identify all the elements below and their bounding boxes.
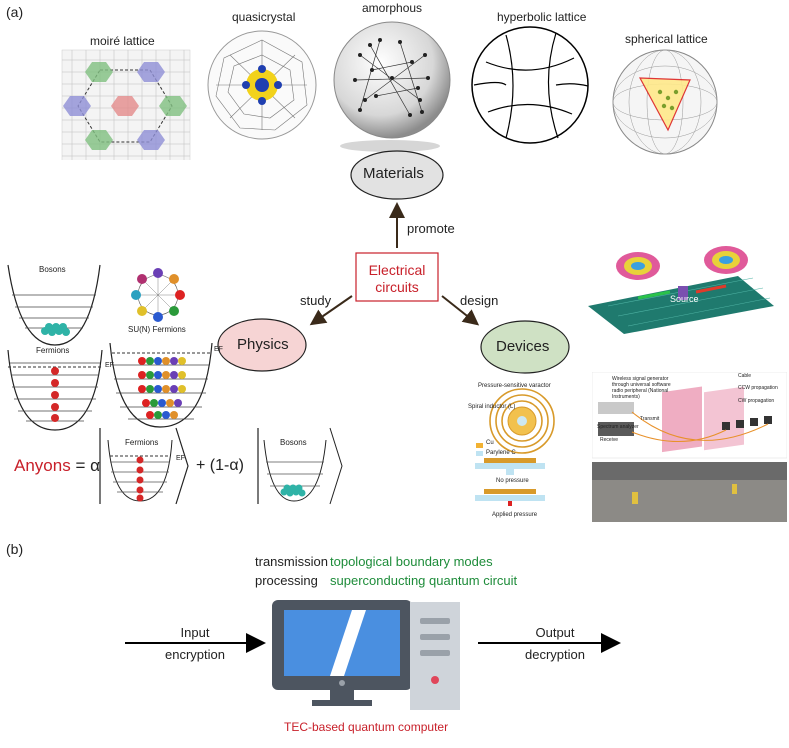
center-line-1: Electrical: [368, 262, 426, 278]
moire-lattice-image: [61, 49, 191, 160]
wireless-network-image: [592, 372, 787, 522]
quasicrystal-label: quasicrystal: [232, 10, 296, 24]
transmit-label: Transmit: [640, 416, 660, 422]
cw-label: CW propagation: [738, 398, 775, 404]
amorphous-label: amorphous: [362, 1, 423, 15]
hyperbolic-lattice-image: [471, 26, 589, 144]
materials-node: [350, 150, 444, 200]
design-arrow: [441, 295, 480, 326]
legend-cu: Cu: [486, 440, 494, 446]
quasicrystal-image: [207, 30, 317, 140]
sun-fermions-well: [109, 342, 213, 428]
promote-label: promote: [407, 221, 455, 236]
bosons-well-label: Bosons: [39, 265, 66, 274]
input-label: Input: [180, 625, 210, 640]
spherical-lattice-image: [612, 49, 718, 155]
tec-caption: TEC-based quantum computer: [284, 720, 449, 734]
decryption-label: decryption: [525, 647, 585, 662]
no-pressure-diagram: [475, 458, 545, 475]
physics-label: Physics: [237, 336, 289, 353]
center-line-2: circuits: [375, 279, 419, 295]
ccw-label: CCW propagation: [738, 385, 778, 391]
cable-label: Cable: [738, 373, 752, 379]
applied-pressure-diagram: [475, 489, 545, 506]
bosons-well: [7, 264, 101, 346]
output-label: Output: [535, 625, 575, 640]
encryption-label: encryption: [165, 647, 225, 662]
computer-tower-icon: [410, 602, 460, 710]
transmission-key: transmission: [255, 554, 328, 569]
concept-diagram: [217, 150, 570, 374]
amorphous-image: [333, 21, 451, 152]
physics-wells-image: [7, 264, 213, 431]
panel-a-label: (a): [6, 4, 24, 20]
topological-source-image: [588, 246, 774, 334]
spherical-lattice-label: spherical lattice: [625, 32, 708, 46]
study-label: study: [300, 293, 332, 308]
panel-b-label: (b): [6, 541, 24, 557]
quantum-computer-diagram: [125, 600, 621, 710]
monitor-icon: [272, 600, 412, 706]
electrical-circuits-node: [355, 252, 439, 302]
pressure-sensor-image: [475, 388, 555, 506]
processing-value: superconducting quantum circuit: [330, 573, 518, 588]
moire-lattice-label: moiré lattice: [90, 34, 155, 48]
fermions-well-label: Fermions: [36, 346, 70, 355]
devices-label: Devices: [496, 338, 550, 355]
electrical-circuits-label: Electrical circuits: [356, 262, 438, 296]
ef-label-1: EF: [105, 362, 114, 369]
applied-pressure-label: Applied pressure: [492, 512, 538, 518]
devices-node: [480, 320, 570, 374]
equals-alpha: = α: [75, 456, 100, 475]
transmission-value: topological boundary modes: [330, 554, 493, 569]
generator-label: Wireless signal generator through univer…: [612, 376, 671, 400]
ket-bosons-label: Bosons: [280, 438, 307, 447]
anyons-kets-image: [99, 427, 343, 505]
anyons-word: Anyons: [14, 456, 71, 475]
hyperbolic-lattice-label: hyperbolic lattice: [497, 10, 587, 24]
study-arrow: [309, 295, 353, 326]
anyons-equation-left: Anyons = α: [14, 456, 100, 476]
ket-fermions-label: Fermions: [125, 438, 159, 447]
physics-node: [217, 318, 307, 372]
inductor-label: Spiral inductor (L): [468, 404, 516, 410]
processing-key: processing: [255, 573, 318, 588]
plus-one-minus-alpha: + (1-α): [196, 457, 244, 474]
materials-label: Materials: [363, 165, 424, 182]
ef-label-2: EF: [214, 346, 223, 353]
source-label: Source: [670, 294, 699, 304]
sun-ring: [131, 268, 185, 322]
spectrum-label: Spectrum analyzer: [597, 424, 639, 430]
varactor-label: Pressure-sensitive varactor: [478, 383, 551, 389]
design-label: design: [460, 293, 499, 308]
sun-fermions-label: SU(N) Fermions: [128, 325, 186, 334]
receive-label: Receive: [600, 437, 619, 443]
legend-parylene: Parylene C: [486, 450, 516, 456]
no-pressure-label: No pressure: [496, 478, 529, 484]
top-illustrations: [61, 21, 718, 160]
fermions-well: [7, 349, 103, 431]
ket-ef-label: EF: [176, 455, 185, 462]
